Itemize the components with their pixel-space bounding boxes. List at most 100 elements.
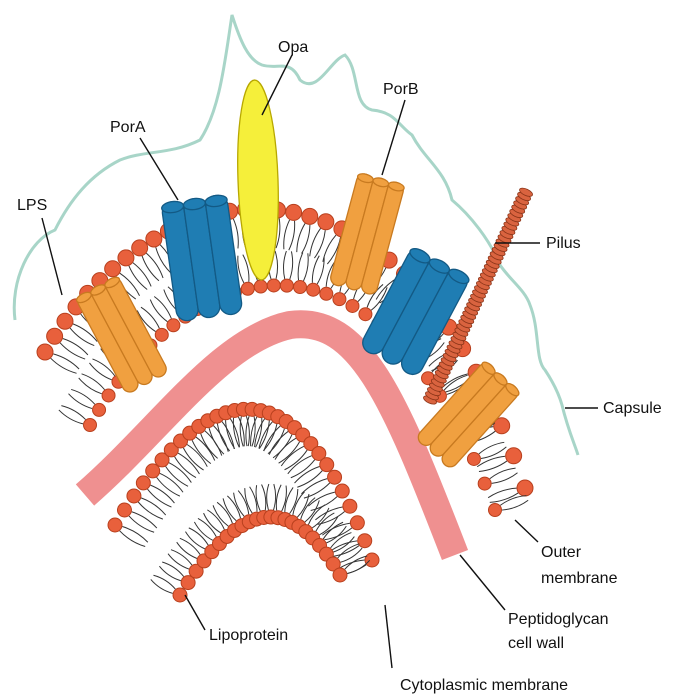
lipid-tail xyxy=(201,434,218,459)
lipid-tail xyxy=(180,538,200,554)
lipid-tail xyxy=(312,256,319,283)
lipid-tail xyxy=(338,544,360,558)
lipid-tail xyxy=(298,253,303,281)
lipid-tail xyxy=(267,484,269,510)
opa-protein xyxy=(235,79,282,280)
lipid-head xyxy=(343,499,357,513)
lipid-head xyxy=(117,503,131,517)
lipid-tail xyxy=(71,389,95,404)
lipid-head xyxy=(267,279,280,292)
lipid-tail xyxy=(150,485,174,503)
lipid-head xyxy=(47,328,63,344)
lipid-head xyxy=(333,568,347,582)
membrane-proteins xyxy=(75,79,534,470)
lipid-head xyxy=(108,518,122,532)
lipid-tail xyxy=(122,527,148,543)
pilus-label: Pilus xyxy=(546,235,581,252)
lipid-tail xyxy=(304,483,330,498)
lipid-tail xyxy=(290,251,293,279)
lipid-tail xyxy=(59,410,83,424)
lipid-tail xyxy=(79,378,102,394)
pora-label: PorA xyxy=(110,119,146,136)
pora-leader-line xyxy=(140,138,178,200)
lipid-tail xyxy=(61,406,85,420)
lipid-head xyxy=(320,287,333,300)
lipid-tail xyxy=(308,492,335,506)
lipid-tail xyxy=(192,440,211,463)
outer-membrane-label-line2: membrane xyxy=(541,570,618,587)
lipid-head xyxy=(102,389,115,402)
lipid-head xyxy=(333,293,346,306)
lipid-tail xyxy=(53,354,79,369)
lipid-head xyxy=(146,464,160,478)
lipid-tail xyxy=(89,363,111,380)
porb-label: PorB xyxy=(383,81,419,98)
lipid-head xyxy=(280,279,293,292)
opa-leader-line xyxy=(262,55,292,115)
lipid-tail xyxy=(281,446,304,466)
lipid-head xyxy=(328,470,342,484)
lipid-tail xyxy=(196,437,215,460)
lipid-tail xyxy=(209,428,224,454)
lipid-tail xyxy=(151,579,173,593)
lipid-tail xyxy=(297,223,305,252)
lipid-tail xyxy=(129,516,154,532)
lipid-head xyxy=(359,308,372,321)
peptidoglycan-label-line2: cell wall xyxy=(508,635,564,652)
lipid-tail xyxy=(146,253,163,278)
lipid-tail xyxy=(177,542,197,558)
lipid-tail xyxy=(297,471,322,488)
lipid-tail xyxy=(194,522,212,540)
lipid-head xyxy=(318,214,334,230)
lipid-tail xyxy=(273,435,292,458)
lipid-head xyxy=(302,208,318,224)
lipid-head xyxy=(127,489,141,503)
lipid-head xyxy=(350,516,364,530)
lipid-head xyxy=(478,477,491,490)
lipid-tail xyxy=(289,221,295,250)
lipid-tail xyxy=(245,488,252,513)
lipid-tail xyxy=(69,394,93,409)
lipid-head xyxy=(167,319,180,332)
lipid-tail xyxy=(295,466,320,483)
lipid-head xyxy=(84,419,97,432)
lipid-tail xyxy=(301,479,327,494)
cytoplasmic-membrane-leader-line xyxy=(385,605,392,668)
lipid-tail xyxy=(284,220,290,249)
lipid-tail xyxy=(162,562,184,577)
lipid-head xyxy=(506,448,522,464)
porb-leader-line xyxy=(382,100,405,175)
cytoplasmic-membrane-label: Cytoplasmic membrane xyxy=(400,677,568,694)
lipid-tail xyxy=(345,556,367,569)
lipoprotein-label: Lipoprotein xyxy=(209,627,288,644)
peptidoglycan-label-line1: Peptidoglycan xyxy=(508,611,609,628)
lipid-tail xyxy=(273,484,275,510)
lipid-head xyxy=(517,480,533,496)
lipid-head xyxy=(254,280,267,293)
lipid-tail xyxy=(82,374,105,390)
lipid-tail xyxy=(275,251,278,279)
lipid-tail xyxy=(171,550,192,565)
lipid-head xyxy=(57,313,73,329)
lipid-head xyxy=(489,504,502,517)
lipid-tail xyxy=(133,263,151,287)
lipid-tail xyxy=(142,256,159,281)
lipid-tail xyxy=(326,526,346,543)
outer-membrane-leader-line xyxy=(515,520,538,542)
lipid-tail xyxy=(213,426,228,452)
lipid-tail xyxy=(189,528,208,545)
lipid-tail xyxy=(160,473,183,492)
lipid-tail xyxy=(322,523,350,535)
lipid-head xyxy=(365,553,379,567)
lps-leader-line xyxy=(42,218,62,295)
lipid-tail xyxy=(147,489,171,507)
lipid-tail xyxy=(262,484,266,510)
lipid-tail xyxy=(205,431,222,456)
lipid-tail xyxy=(303,253,308,281)
lipid-head xyxy=(93,403,106,416)
lipid-head xyxy=(346,299,359,312)
lipid-tail xyxy=(314,230,325,258)
lipid-head xyxy=(105,261,121,277)
lipid-tail xyxy=(233,219,238,249)
